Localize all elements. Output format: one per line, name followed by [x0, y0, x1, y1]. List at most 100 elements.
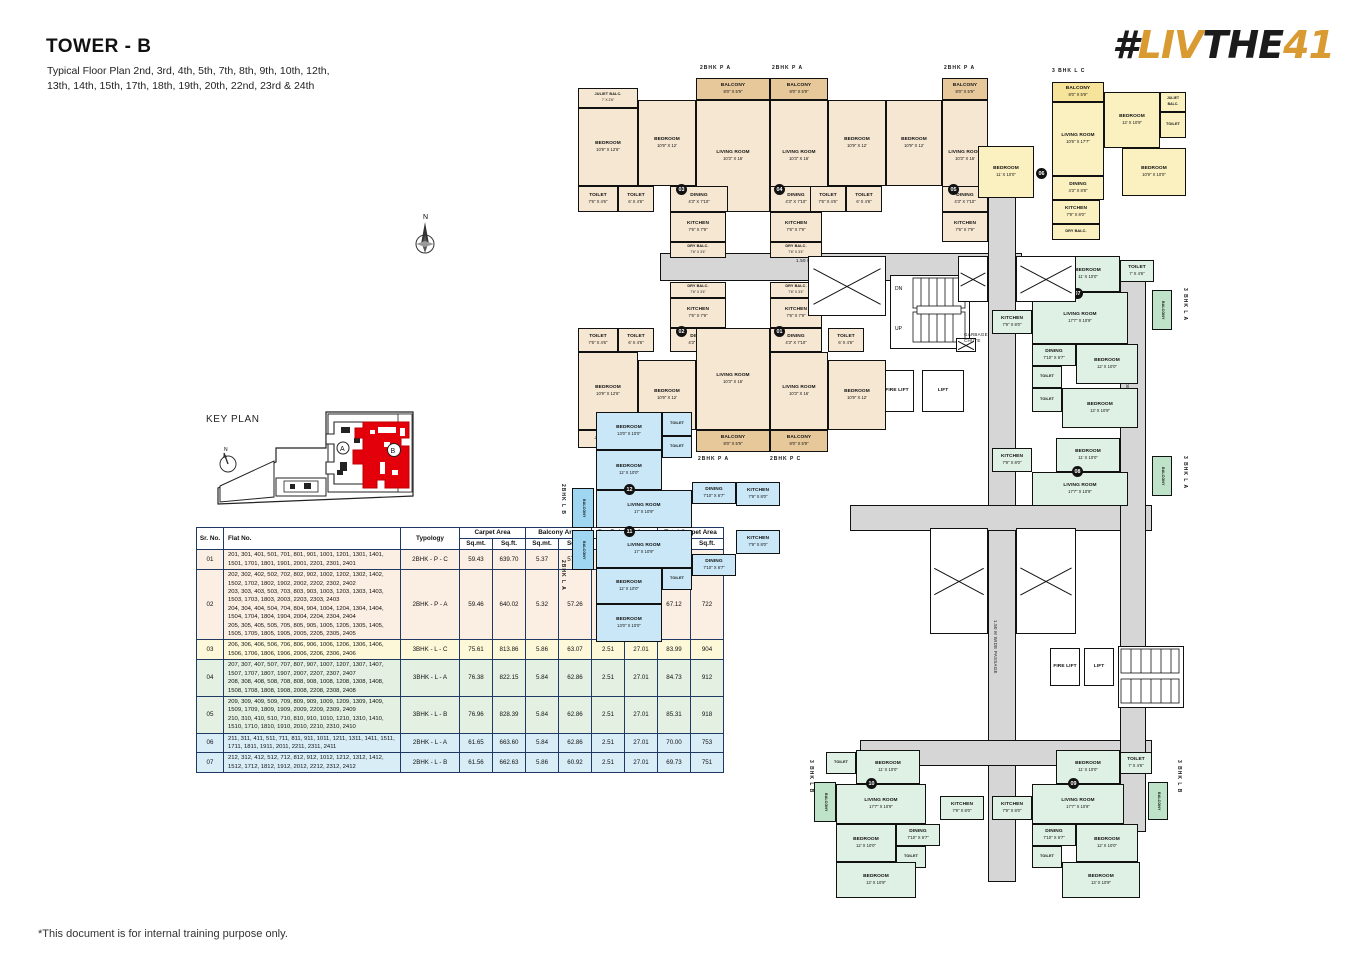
flat-no-cell: 206, 306, 406, 506, 706, 806, 906, 1006,… — [223, 639, 401, 661]
toilet-u03-a: TOILET 7'6" X 4'6" — [578, 186, 618, 212]
svg-text:DN: DN — [895, 286, 903, 292]
balcony-sqmt-cell: 5.32 — [525, 569, 559, 641]
duct-shaft-2 — [958, 256, 988, 302]
toilet-u12-b: TOILET — [662, 436, 692, 458]
dry-balcony-u02: DRY BALC. 7'6" X 3'4" — [670, 282, 726, 298]
unit-marker-09: 09 — [1068, 778, 1079, 789]
toilet-u07-b: TOILET — [1032, 366, 1062, 388]
kitchen-u06: KITCHEN 7'9" X 8'0" — [1052, 200, 1100, 224]
unit-marker-12: 12 — [624, 484, 635, 495]
typology-tag-10: 3 BHK L B — [808, 760, 814, 794]
unit-marker-07: 07 — [1072, 288, 1083, 299]
toilet-u01-a: TOILET 6' X 4'6" — [828, 328, 864, 352]
dining-u12: DINING 7'10" X 6'7" — [692, 482, 736, 504]
typology-tag-08: 3 BHK L A — [1182, 456, 1188, 490]
total-sqft-cell: 912 — [690, 659, 724, 697]
living-room-u06: LIVING ROOM 10'6" X 17'7" — [1052, 102, 1104, 176]
bedroom-u11-a: BEDROOM 12' X 10'0" — [596, 568, 662, 604]
dry-sqmt-cell: 2.51 — [591, 659, 625, 697]
duct-shaft-1 — [808, 256, 886, 316]
bedroom-u10-c: BEDROOM 13' X 10'9" — [836, 862, 916, 898]
bedroom-u06-c: BEDROOM 11' X 10'0" — [978, 146, 1034, 198]
typology-tag-12: 2BHK L B — [560, 484, 566, 515]
toilet-u06-a: TOILET — [1160, 112, 1186, 138]
unit-marker-11: 11 — [624, 526, 635, 537]
flat-no-cell: 209, 309, 409, 509, 709, 809, 909, 1009,… — [223, 695, 401, 734]
total-sqft-cell: 751 — [690, 752, 724, 774]
keyplan-tower-a-label: A — [340, 446, 345, 453]
toilet-u10-a: TOILET — [826, 752, 856, 774]
total-sqmt-cell: 70.00 — [657, 732, 691, 754]
balcony-u08: BALCONY — [1152, 456, 1172, 496]
dining-u06: DINING 4'3" X 8'8" — [1052, 176, 1104, 200]
dry-balcony-u06: DRY BALC. — [1052, 224, 1100, 240]
dining-u11: DINING 7'10" X 6'7" — [692, 554, 736, 576]
total-sqft-cell: 904 — [690, 639, 724, 661]
col-flat-no: Flat No. — [223, 526, 401, 551]
total-sqft-cell: 753 — [690, 732, 724, 754]
keyplan-north-icon: N — [212, 444, 246, 478]
svg-text:N: N — [423, 214, 428, 221]
juliet-balcony-u03: JULIET BALC. 7' X 2'6" — [578, 88, 638, 108]
sr-no-cell: 03 — [196, 639, 224, 661]
total-sqft-cell: 918 — [690, 695, 724, 734]
keyplan-site-map: A B — [208, 400, 428, 510]
balcony-sqft-cell: 62.86 — [558, 659, 592, 697]
dry-balcony-u03: DRY BALC. 7'6" X 3'4" — [670, 242, 726, 258]
kitchen-u08: KITCHEN 7'9" X 8'0" — [992, 448, 1032, 472]
sr-no-cell: 06 — [196, 732, 224, 754]
carpet-sqmt-cell: 75.61 — [459, 639, 493, 661]
dry-sqft-cell: 27.01 — [624, 752, 658, 774]
flat-no-cell: 211, 311, 411, 511, 711, 811, 911, 1011,… — [223, 732, 401, 754]
typology-cell: 2BHK - L - B — [400, 752, 460, 774]
unit-marker-01: 01 — [774, 326, 785, 337]
typology-tag-09: 3 BHK L B — [1176, 760, 1182, 794]
balcony-sqmt-cell: 5.84 — [525, 695, 559, 734]
kitchen-u05: KITCHEN 7'6" X 7'9" — [942, 212, 988, 242]
toilet-u03-b: TOILET 6' X 4'6" — [618, 186, 654, 212]
bedroom-u09-a: BEDROOM 11' X 10'0" — [1056, 750, 1120, 784]
brand-logo: #LIVTHE41 — [1112, 26, 1335, 64]
typology-cell: 3BHK - L - B — [400, 695, 460, 734]
bedroom-u09-b: BEDROOM 12' X 10'0" — [1076, 824, 1138, 862]
svg-text:N: N — [224, 447, 228, 453]
carpet-sqmt-cell: 59.43 — [459, 549, 493, 571]
carpet-sqft-cell: 639.70 — [492, 549, 526, 571]
typology-cell: 2BHK - L - A — [400, 732, 460, 754]
toilet-u05-b: TOILET 6' X 4'6" — [846, 186, 882, 212]
balcony-u10: BALCONY — [814, 782, 836, 822]
balcony-sqft-cell: 63.07 — [558, 639, 592, 661]
kitchen-u04: KITCHEN 7'6" X 7'9" — [770, 212, 822, 242]
bedroom-u06-b: BEDROOM 10'9" X 10'0" — [1122, 148, 1186, 196]
bedroom-u03-b: BEDROOM 10'9" X 12' — [638, 100, 696, 186]
svg-text:UP: UP — [895, 326, 903, 332]
flat-no-cell: 207, 307, 407, 507, 707, 807, 907, 1007,… — [223, 659, 401, 697]
keyplan-label: KEY PLAN — [206, 414, 260, 425]
carpet-sqft-cell: 663.60 — [492, 732, 526, 754]
flat-no-cell: 202, 302, 402, 502, 702, 802, 902, 1002,… — [223, 569, 401, 641]
balcony-u01: BALCONY 8'0" X 5'9" — [770, 430, 828, 452]
balcony-sqft-cell: 62.86 — [558, 732, 592, 754]
dry-sqmt-cell: 2.51 — [591, 752, 625, 774]
balcony-sqmt-cell: 5.84 — [525, 732, 559, 754]
passage-label-low: 1.50 M WIDE PASSAGE — [993, 620, 998, 674]
col-total-sqft: Sq.ft. — [690, 538, 724, 551]
unit-marker-10: 10 — [866, 778, 877, 789]
lift-label: LIFT — [937, 388, 949, 394]
fire-lift-lower-label: FIRE LIFT — [1053, 664, 1077, 670]
balcony-sqft-cell: 57.26 — [558, 569, 592, 641]
living-room-u10: LIVING ROOM 17'7" X 10'9" — [836, 784, 926, 824]
balcony-u02: BALCONY 8'0" X 5'9" — [696, 430, 770, 452]
sr-no-cell: 04 — [196, 659, 224, 697]
sr-no-cell: 01 — [196, 549, 224, 571]
toilet-u07-c: TOILET — [1032, 388, 1062, 412]
unit-marker-06: 06 — [1036, 168, 1047, 179]
balcony-sqmt-cell: 5.86 — [525, 752, 559, 774]
balcony-u04: BALCONY 8'0" X 5'9" — [770, 78, 828, 100]
balcony-sqmt-cell: 5.86 — [525, 639, 559, 661]
balcony-sqmt-cell: 5.84 — [525, 659, 559, 697]
duct-shaft-6 — [1016, 528, 1076, 634]
unit-marker-04: 04 — [774, 184, 785, 195]
balcony-u03: BALCONY 8'0" X 5'9" — [696, 78, 770, 100]
